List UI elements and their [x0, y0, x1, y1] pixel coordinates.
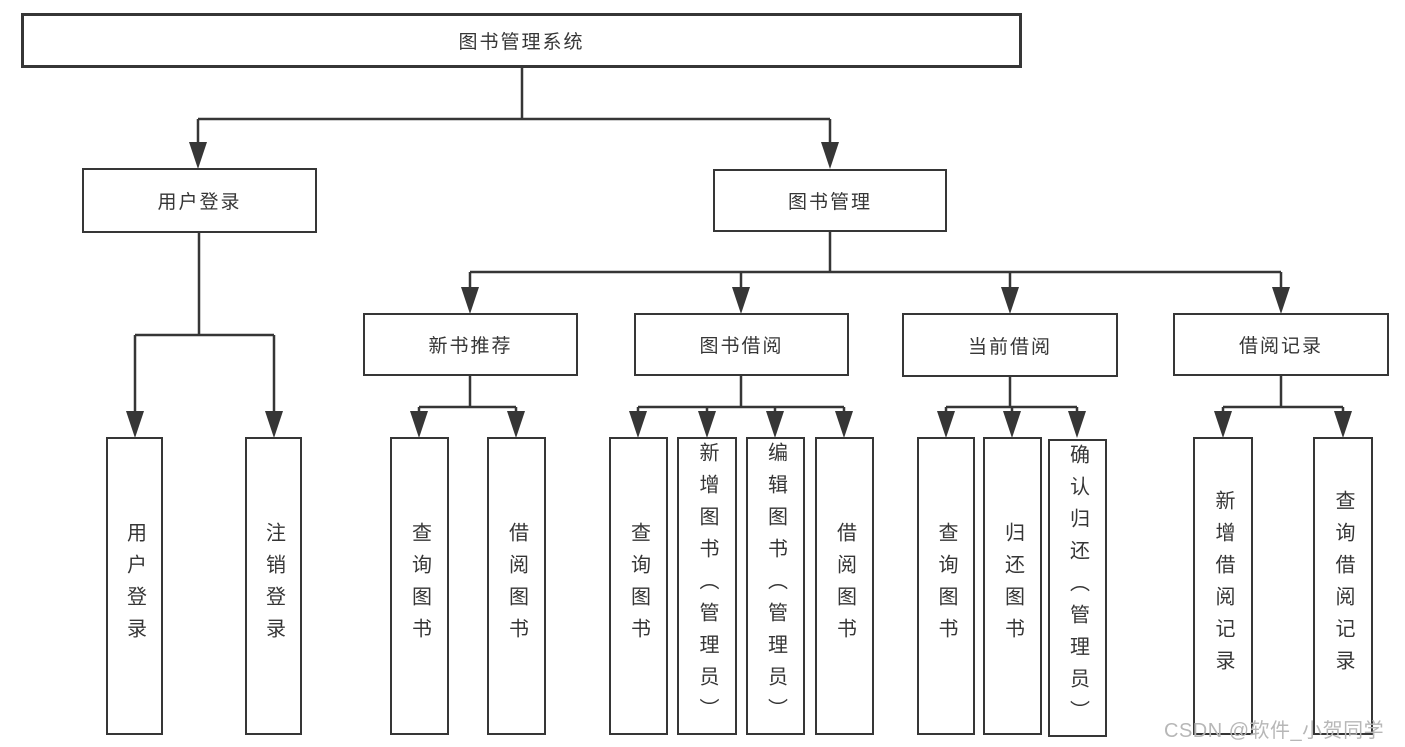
connector-currentborrow-to-leaves [944, 377, 1079, 415]
arrow-down-icon [1003, 411, 1021, 438]
arrow-down-icon [507, 411, 525, 438]
node-label: 新增图书（管理员） [696, 442, 718, 730]
leaf-logout: 注销登录 [245, 437, 302, 735]
node-borrowing-records: 借阅记录 [1173, 313, 1389, 376]
connector-newbookrec-to-leaves [417, 376, 518, 415]
connector-bookborrow-to-leaves [636, 376, 846, 415]
csdn-watermark: CSDN @软件_小贺同学 [1164, 720, 1385, 742]
arrow-down-icon [937, 411, 955, 438]
arrow-down-icon [189, 142, 207, 169]
arrow-down-icon [835, 411, 853, 438]
arrow-down-icon [766, 411, 784, 438]
arrow-down-icon [126, 411, 144, 438]
node-current-borrowing: 当前借阅 [902, 313, 1118, 377]
leaf-query-books-current: 查询图书 [917, 437, 975, 735]
node-label: 借阅图书 [833, 522, 856, 650]
arrow-down-icon [629, 411, 647, 438]
arrow-down-icon [821, 142, 839, 169]
node-label: 归还图书 [1001, 522, 1024, 650]
node-label: 用户登录 [157, 192, 242, 213]
node-new-book-recommendation: 新书推荐 [363, 313, 578, 376]
node-label: 当前借阅 [967, 336, 1052, 358]
node-label: 新书推荐 [428, 336, 513, 357]
leaf-return-books: 归还图书 [983, 437, 1042, 735]
node-label: 注销登录 [262, 522, 285, 650]
leaf-borrow-books-newrec: 借阅图书 [487, 437, 546, 735]
leaf-add-books-admin: 新增图书（管理员） [677, 437, 737, 735]
node-label: 图书借阅 [699, 336, 784, 357]
leaf-edit-books-admin: 编辑图书（管理员） [746, 437, 805, 735]
node-label: 查询图书 [408, 522, 431, 650]
leaf-query-books-newrec: 查询图书 [390, 437, 449, 735]
leaf-query-borrow-record: 查询借阅记录 [1313, 437, 1373, 735]
arrow-down-icon [732, 287, 750, 314]
node-label: 查询图书 [627, 522, 650, 650]
arrow-down-icon [265, 411, 283, 438]
node-label: 确认归还（管理员） [1066, 444, 1089, 732]
node-label: 用户登录 [123, 522, 146, 650]
node-user-login: 用户登录 [82, 168, 317, 233]
node-label: 查询借阅记录 [1332, 490, 1354, 682]
leaf-query-books-borrowing: 查询图书 [609, 437, 668, 735]
node-label: 借阅记录 [1238, 336, 1323, 357]
connector-root-to-level1 [196, 68, 832, 146]
arrow-down-icon [698, 411, 716, 438]
node-label: 图书管理系统 [458, 32, 585, 53]
node-label: 编辑图书（管理员） [764, 442, 787, 730]
connector-userlogin-to-leaves [133, 233, 276, 415]
leaf-borrow-books-borrowing: 借阅图书 [815, 437, 874, 735]
node-label: 图书管理 [787, 192, 872, 213]
arrow-down-icon [1334, 411, 1352, 438]
connector-lines [133, 68, 1345, 415]
connector-borrowrecords-to-leaves [1221, 376, 1345, 415]
arrow-down-icon [410, 411, 428, 438]
node-label: 查询图书 [935, 522, 957, 650]
node-label: 借阅图书 [505, 522, 528, 650]
leaf-add-borrow-record: 新增借阅记录 [1193, 437, 1253, 735]
node-label: 新增借阅记录 [1212, 490, 1234, 682]
leaf-user-login: 用户登录 [106, 437, 163, 735]
node-book-management: 图书管理 [713, 169, 947, 232]
arrow-down-icon [1001, 287, 1019, 314]
leaf-confirm-return-admin: 确认归还（管理员） [1048, 439, 1107, 737]
arrow-down-icon [461, 287, 479, 314]
node-library-management-system: 图书管理系统 [21, 13, 1022, 68]
arrow-down-icon [1272, 287, 1290, 314]
arrow-down-icon [1068, 411, 1086, 438]
node-book-borrowing: 图书借阅 [634, 313, 849, 376]
arrowhead-icons [126, 142, 1352, 438]
arrow-down-icon [1214, 411, 1232, 438]
connector-bookmgmt-to-level2 [468, 232, 1283, 291]
